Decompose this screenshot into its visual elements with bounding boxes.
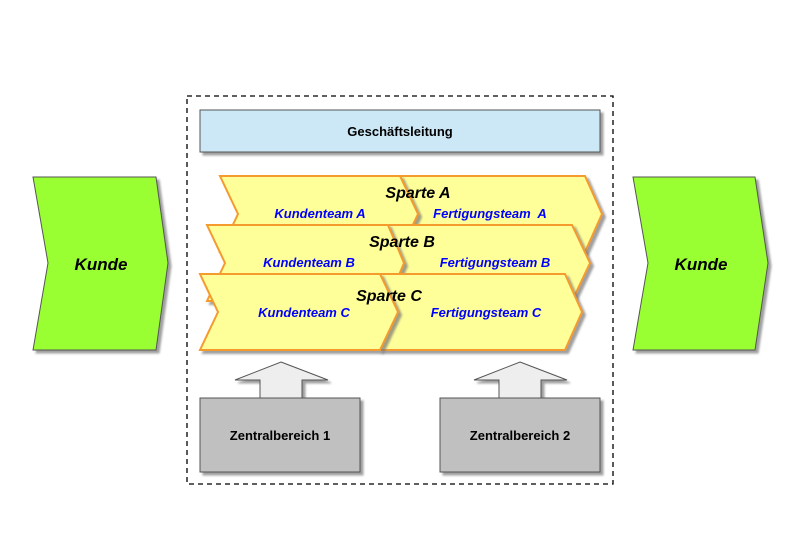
organization-boundary (186, 95, 614, 485)
management-box: Geschäftsleitung (199, 109, 601, 153)
up-arrow-icon (234, 361, 329, 399)
central-unit-2-label: Zentralbereich 2 (470, 428, 570, 443)
division-c: Sparte C Kundenteam C Fertigungsteam C (198, 273, 584, 351)
division-b-customer-team: Kundenteam B (263, 255, 355, 270)
customer-left-chevron: Kunde (32, 176, 169, 351)
division-c-production-team: Fertigungsteam C (431, 305, 542, 320)
up-arrow-icon (473, 361, 568, 399)
division-a-title: Sparte A (385, 185, 450, 202)
division-a-customer-team: Kundenteam A (274, 206, 365, 221)
management-label: Geschäftsleitung (347, 124, 453, 139)
division-b-production-team: Fertigungsteam B (440, 255, 551, 270)
customer-right-chevron: Kunde (632, 176, 769, 351)
customer-right-label: Kunde (675, 255, 728, 274)
central-unit-1-label: Zentralbereich 1 (230, 428, 330, 443)
customer-left-label: Kunde (75, 255, 128, 274)
division-a-production-team: Fertigungsteam A (433, 206, 547, 221)
central-unit-2: Zentralbereich 2 (439, 397, 601, 473)
division-c-title: Sparte C (356, 288, 422, 305)
central-unit-1: Zentralbereich 1 (199, 397, 361, 473)
division-c-customer-team: Kundenteam C (258, 305, 350, 320)
division-b-title: Sparte B (369, 234, 435, 251)
